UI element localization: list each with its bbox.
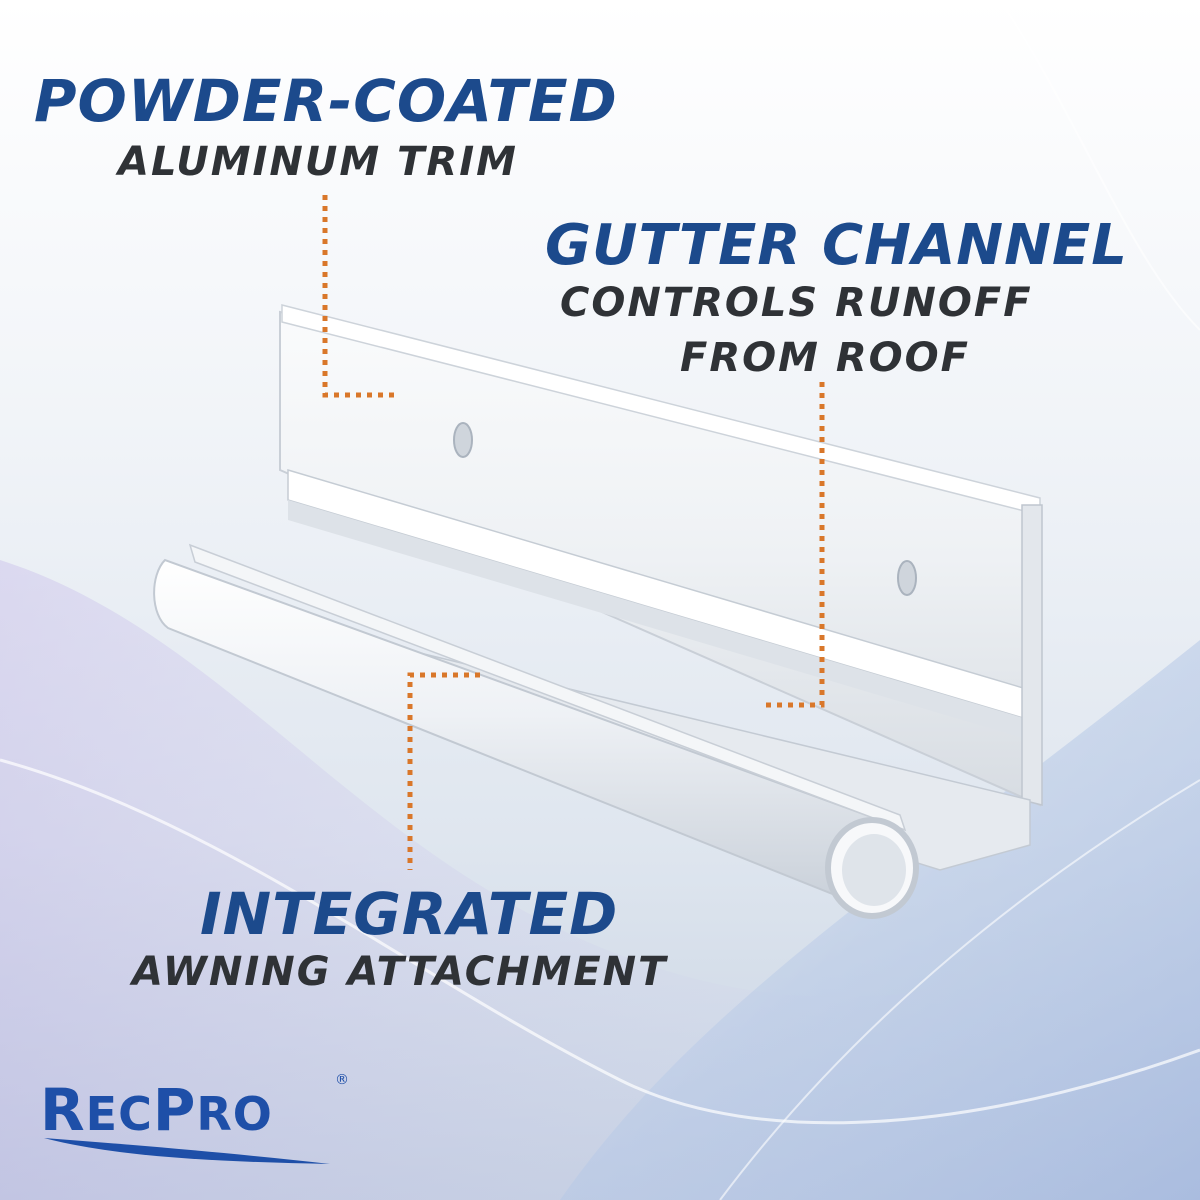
awning-rail-lip <box>188 543 907 832</box>
callout-gutter-title: GUTTER CHANNEL <box>545 213 1128 278</box>
swoosh-icon <box>44 1138 330 1164</box>
background-wave <box>999 0 1200 331</box>
leader-line-powder <box>322 195 395 398</box>
awning-rail-tube <box>153 558 882 907</box>
leader-lines <box>322 195 825 870</box>
logo-letters: EC <box>85 1087 153 1141</box>
logo-letter: P <box>152 1076 197 1144</box>
leader-line-awning <box>407 672 480 870</box>
logo-letters: RO <box>196 1087 273 1141</box>
logo-letter: R <box>40 1076 86 1144</box>
callout-gutter-line1: CONTROLS RUNOFF <box>560 280 1033 326</box>
trim-end-profile <box>1021 504 1043 806</box>
callout-awning-subtitle: AWNING ATTACHMENT <box>132 949 668 995</box>
registered-mark: ® <box>335 1072 349 1088</box>
screw-hole <box>897 560 917 596</box>
awning-tube-inner <box>842 834 906 906</box>
brand-logo: RECPRO ® <box>40 1058 349 1168</box>
screw-hole <box>453 422 473 458</box>
gutter-channel-shadow <box>288 500 1030 740</box>
background-wave <box>0 758 1200 1125</box>
callout-gutter-line2: FROM ROOF <box>680 335 970 381</box>
background-wave <box>719 779 1200 1200</box>
leader-line-gutter <box>765 382 825 708</box>
callout-powder-subtitle: ALUMINUM TRIM <box>118 139 518 185</box>
callout-powder-title: POWDER-COATED <box>34 67 618 135</box>
logo-wordmark: RECPRO <box>40 1076 273 1144</box>
callout-awning-title: INTEGRATED <box>200 880 619 948</box>
